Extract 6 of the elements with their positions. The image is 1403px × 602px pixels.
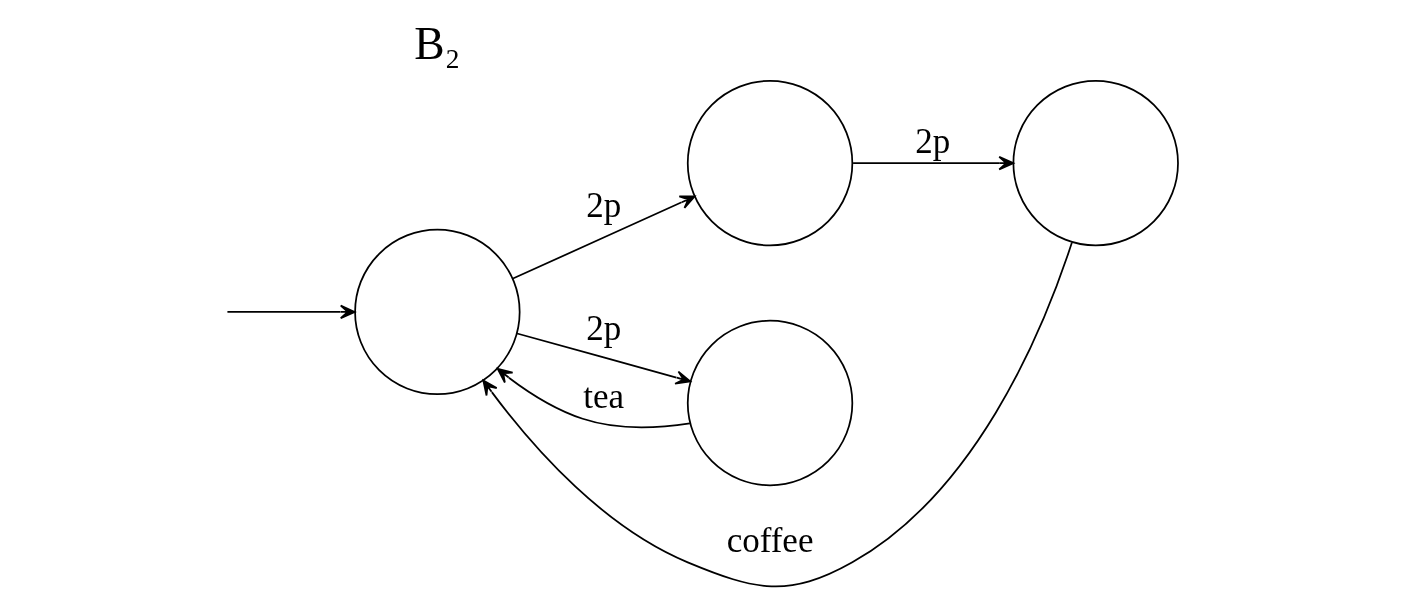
edge-label: coffee — [726, 520, 813, 560]
edge-label: 2p — [914, 121, 950, 161]
edge-label: 2p — [585, 186, 621, 226]
edge-label: tea — [582, 377, 624, 417]
edge-label: 2p — [585, 308, 621, 348]
label: B₂ — [413, 17, 460, 69]
